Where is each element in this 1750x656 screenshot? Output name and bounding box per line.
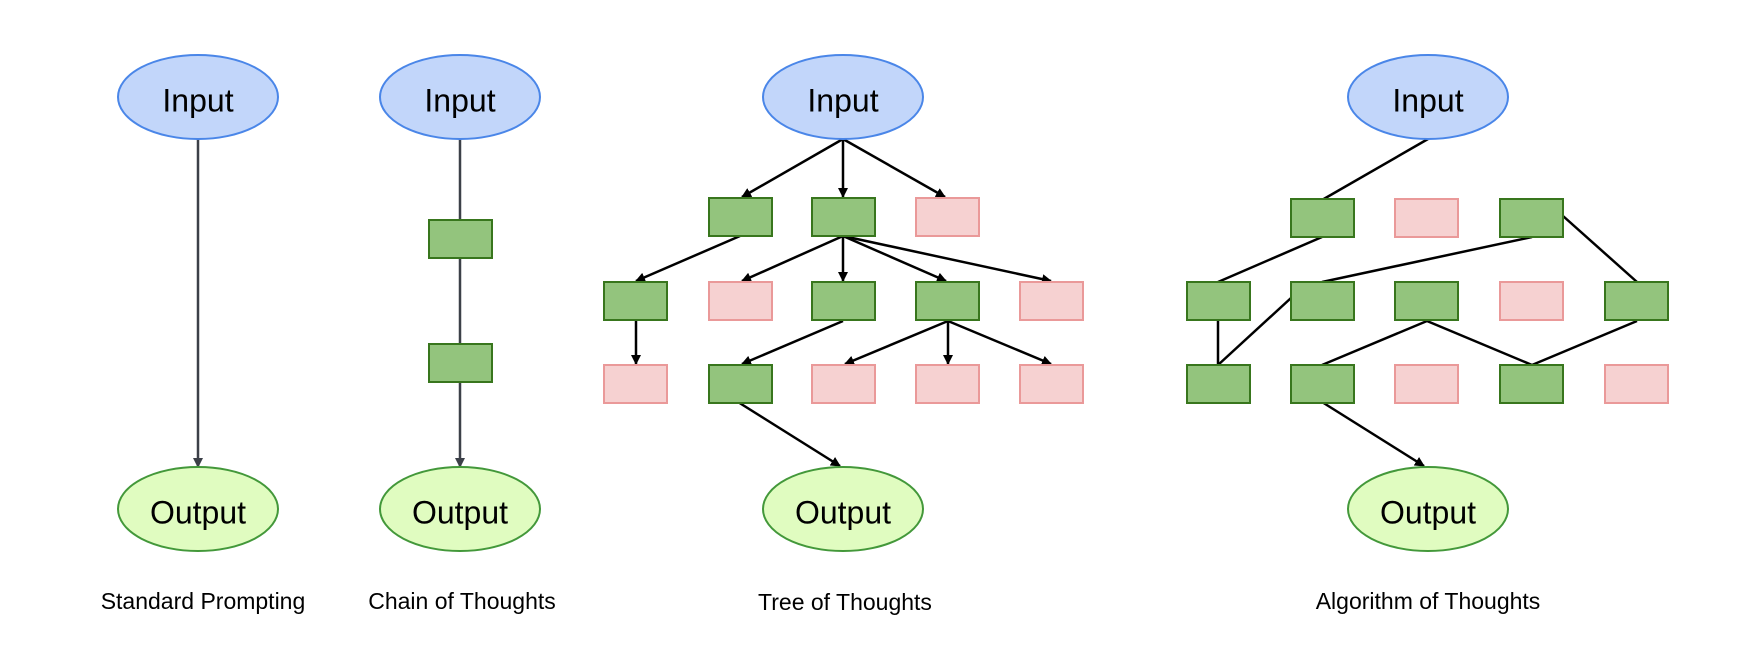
input-label: Input xyxy=(807,82,878,118)
edge xyxy=(1321,137,1429,202)
rejected-thought-node xyxy=(708,281,773,321)
thought-node xyxy=(1499,364,1564,404)
rejected-thought-node xyxy=(1019,364,1084,404)
input-node: Input xyxy=(1347,54,1509,140)
output-node: Output xyxy=(117,466,279,552)
thought-node xyxy=(1499,198,1564,238)
edge xyxy=(1217,235,1323,284)
tree-of-thoughts-panel: Input Output Tree of Thoughts xyxy=(603,54,1084,615)
rejected-thought-node xyxy=(603,364,668,404)
thought-node xyxy=(1604,281,1669,321)
thought-node xyxy=(1394,281,1459,321)
input-node: Input xyxy=(117,54,279,140)
input-node: Input xyxy=(762,54,924,140)
edge xyxy=(741,137,844,199)
input-node: Input xyxy=(379,54,541,140)
edge xyxy=(1426,319,1533,367)
edge xyxy=(741,319,844,366)
rejected-thought-node xyxy=(1394,198,1459,238)
edge xyxy=(1531,319,1638,367)
edge xyxy=(1321,235,1533,284)
thought-node xyxy=(603,281,668,321)
edge xyxy=(1321,319,1428,367)
output-label: Output xyxy=(150,494,246,530)
edge xyxy=(1321,400,1425,468)
rejected-thought-node xyxy=(1604,364,1669,404)
edge xyxy=(1562,215,1638,283)
output-node: Output xyxy=(1347,466,1509,552)
edge xyxy=(1217,297,1292,366)
edge xyxy=(842,234,947,283)
rejected-thought-node xyxy=(915,197,980,237)
input-label: Input xyxy=(1392,82,1463,118)
rejected-thought-node xyxy=(1499,281,1564,321)
rejected-thought-node xyxy=(915,364,980,404)
thought-node xyxy=(428,219,493,259)
chain-of-thoughts-caption: Chain of Thoughts xyxy=(368,588,556,614)
output-label: Output xyxy=(1380,494,1476,530)
algorithm-edges xyxy=(1216,137,1638,468)
rejected-thought-node xyxy=(1019,281,1084,321)
thought-node xyxy=(1290,198,1355,238)
chain-of-thoughts-panel: Input Output Chain of Thoughts xyxy=(368,54,556,614)
thought-node xyxy=(811,197,876,237)
standard-prompting-caption: Standard Prompting xyxy=(101,588,306,614)
thought-node xyxy=(708,197,773,237)
algorithm-of-thoughts-panel: Input Output Algorithm of Thoughts xyxy=(1186,54,1669,614)
thought-node xyxy=(708,364,773,404)
edge xyxy=(842,137,946,199)
edge xyxy=(947,319,1052,366)
thought-node xyxy=(811,281,876,321)
input-label: Input xyxy=(162,82,233,118)
edge xyxy=(737,400,841,468)
tree-edges xyxy=(631,137,1052,468)
thought-node xyxy=(1290,281,1355,321)
standard-prompting-panel: Input Output Standard Prompting xyxy=(101,54,306,614)
tree-of-thoughts-caption: Tree of Thoughts xyxy=(758,589,932,615)
thought-node xyxy=(1290,364,1355,404)
output-label: Output xyxy=(412,494,508,530)
thought-node xyxy=(915,281,980,321)
edge xyxy=(635,234,741,283)
edge xyxy=(741,234,844,283)
rejected-thought-node xyxy=(1394,364,1459,404)
input-label: Input xyxy=(424,82,495,118)
edge xyxy=(844,319,949,366)
output-label: Output xyxy=(795,494,891,530)
edge xyxy=(842,234,1052,284)
algorithm-of-thoughts-caption: Algorithm of Thoughts xyxy=(1316,588,1541,614)
thought-node xyxy=(1186,364,1251,404)
rejected-thought-node xyxy=(811,364,876,404)
thought-node xyxy=(1186,281,1251,321)
output-node: Output xyxy=(379,466,541,552)
output-node: Output xyxy=(762,466,924,552)
thought-node xyxy=(428,343,493,383)
